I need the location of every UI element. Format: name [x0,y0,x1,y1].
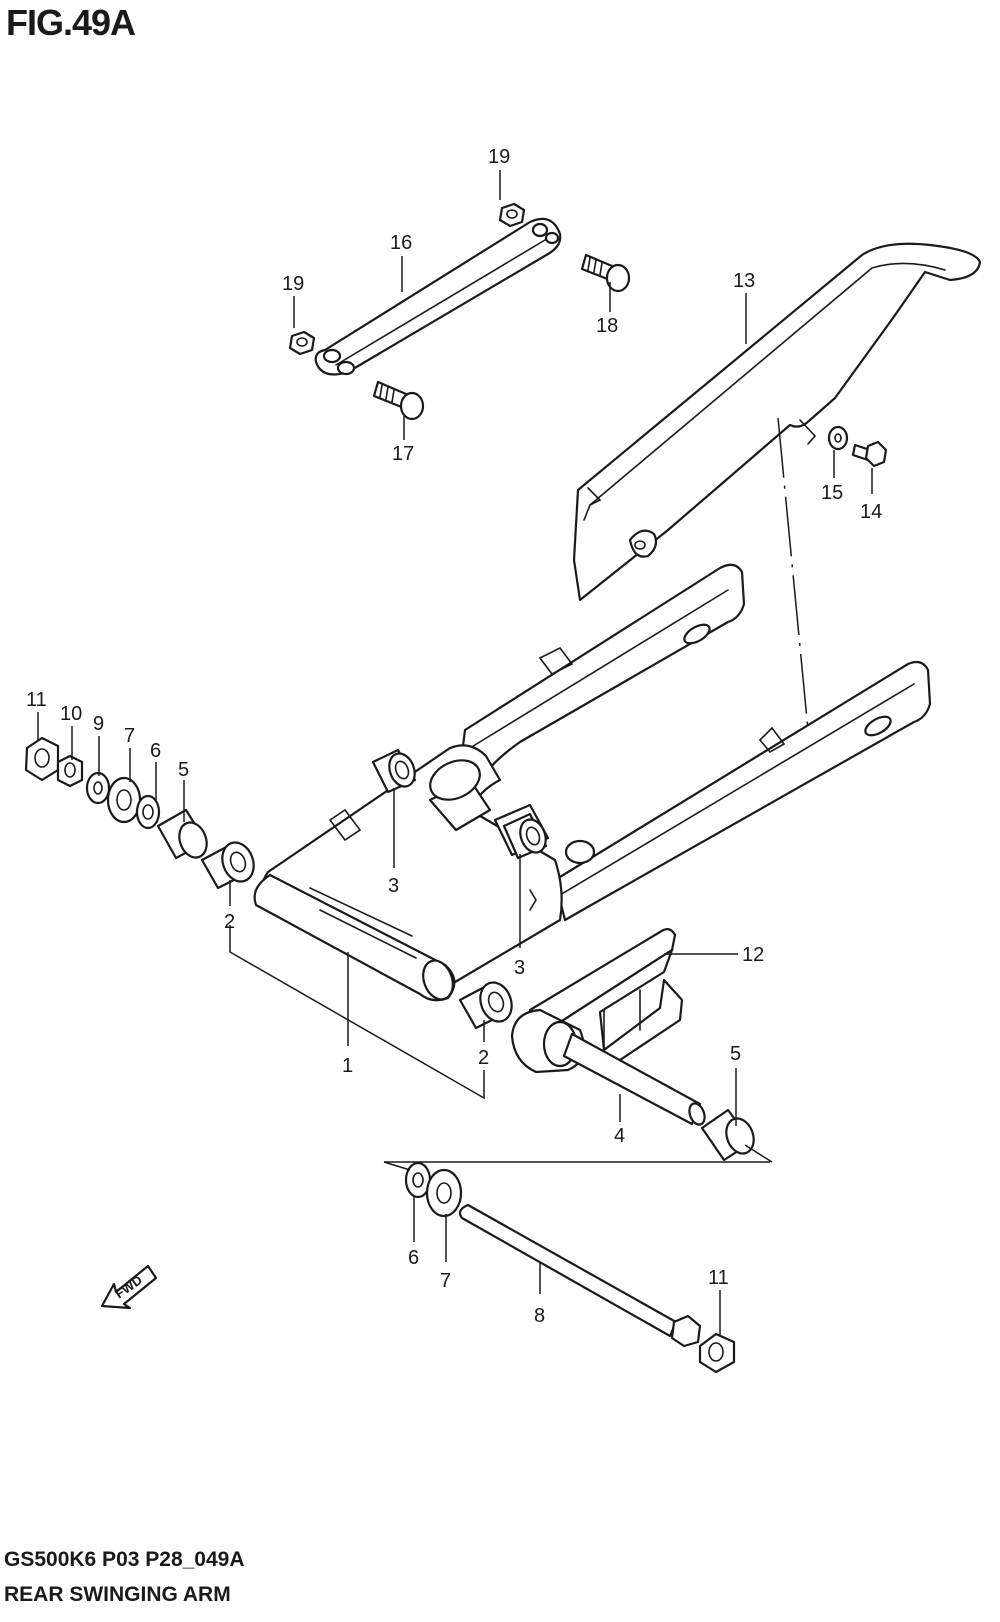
callout-16: 16 [390,232,412,254]
callout-14: 14 [860,501,882,523]
callout-4: 4 [614,1125,625,1147]
pivot-shaft-part-8 [458,1203,702,1348]
callout-19-top: 19 [488,146,510,168]
figure-title: FIG.49A [6,2,136,43]
callout-1: 1 [342,1055,353,1077]
nut-part-10 [56,754,84,788]
callout-2-left: 2 [224,911,235,933]
callout-7-left: 7 [124,725,135,747]
chain-case-part-13 [572,242,982,602]
bolt-part-17 [372,380,425,421]
nut-part-19-top [498,202,526,228]
callout-15: 15 [821,482,843,504]
callout-5-right: 5 [730,1043,741,1065]
nut-part-11-right [698,1332,736,1374]
nut-part-19-left [288,330,316,356]
callout-3-left: 3 [388,875,399,897]
nut-part-11-left [24,736,60,782]
callout-10: 10 [60,703,82,725]
callout-6-right: 6 [408,1247,419,1269]
bolt-part-14 [851,440,888,468]
sleeve-part-4 [510,1008,706,1126]
washer-part-9 [85,771,111,805]
bolt-part-18 [580,253,631,293]
bushing-part-3-left [371,748,417,794]
washer-part-7-left [106,776,142,824]
torque-link-part-16 [314,217,562,376]
callout-13: 13 [733,270,755,292]
washer-part-7-right [425,1168,463,1218]
exploded-parts-diagram: FWD 19 16 19 18 13 17 [24,146,982,1374]
spacer-part-5-left [156,808,208,860]
washer-part-15 [827,425,849,451]
callout-6-left: 6 [150,740,161,762]
spacer-part-5-right [700,1108,755,1162]
callout-11-right: 11 [708,1267,729,1289]
callout-7-right: 7 [440,1270,451,1292]
callout-18: 18 [596,315,618,337]
callout-9: 9 [93,713,104,735]
swingarm-part-1 [253,563,932,1002]
fwd-arrow-icon: FWD [100,1264,158,1310]
bushing-part-3-right [502,812,548,860]
callout-17: 17 [392,443,414,465]
washer-part-6-left [135,794,161,830]
callouts: 19 16 19 18 13 17 15 14 11 10 9 7 6 5 3 … [26,146,882,1327]
callout-12: 12 [742,944,764,966]
callout-5-left: 5 [178,759,189,781]
callout-2-right: 2 [478,1047,489,1069]
leader-lines [37,170,873,1336]
bushing-part-2-left [200,841,255,890]
figure-name: REAR SWINGING ARM [4,1583,231,1606]
washer-part-6-right [404,1161,432,1199]
callout-3-right: 3 [514,957,525,979]
callout-19-left: 19 [282,273,304,295]
callout-8: 8 [534,1305,545,1327]
figure-code: GS500K6 P03 P28_049A [4,1548,245,1571]
bushing-part-2-right [458,981,513,1030]
callout-11-left: 11 [26,689,47,711]
